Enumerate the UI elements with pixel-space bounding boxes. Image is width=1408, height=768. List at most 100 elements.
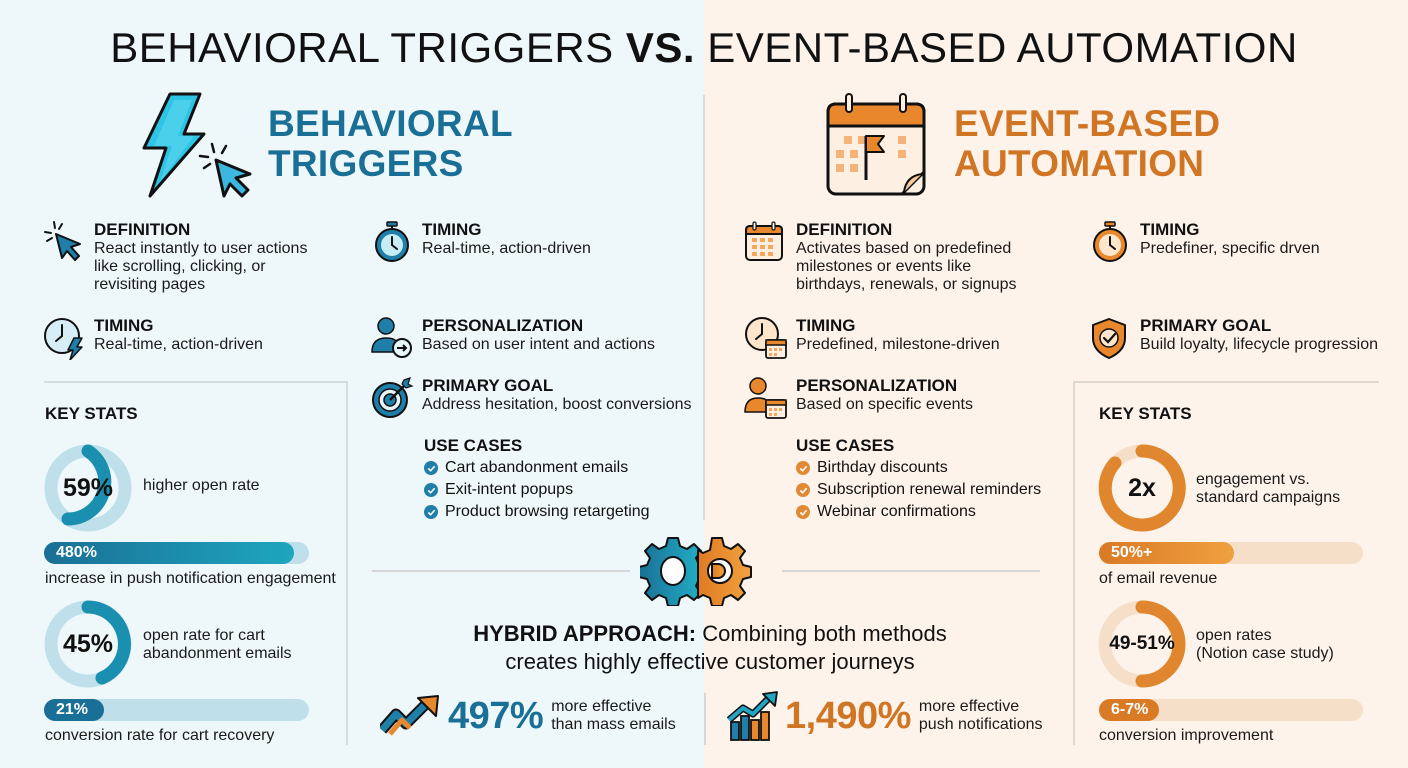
behavioral-timing-1: TIMING Real-time, action-driven — [42, 316, 263, 361]
bar-480-percent: 480% — [44, 542, 309, 564]
donut-description: open rates (Notion case study) — [1196, 627, 1334, 663]
behavioral-primary-goal: PRIMARY GOAL Address hesitation, boost c… — [370, 376, 691, 420]
donut-description: open rate for cart abandonment emails — [143, 627, 292, 663]
clock-calendar-icon — [744, 316, 788, 360]
donut-description: higher open rate — [143, 477, 260, 494]
donut-description: engagement vs. standard campaigns — [1196, 471, 1340, 507]
check-circle-icon — [424, 505, 438, 519]
use-case-item: Webinar confirmations — [796, 501, 1041, 523]
donut-45-percent: 45% — [44, 600, 132, 688]
desc-line-1: more effective — [551, 698, 652, 715]
donut-2x: 2x — [1098, 444, 1186, 532]
check-circle-icon — [796, 461, 810, 475]
stopwatch-icon — [1088, 220, 1132, 264]
use-case-item: Cart abandonment emails — [424, 457, 650, 479]
bottom-stat-1490: 1,490% more effective push notifications — [726, 690, 1043, 742]
event-panel-background — [704, 0, 1408, 768]
event-hero-title: EVENT-BASED AUTOMATION — [954, 104, 1220, 184]
timing-text: Real-time, action-driven — [94, 336, 263, 353]
hybrid-line-1: Combining both methods — [696, 621, 947, 646]
bottom-stat-value: 1,490% — [785, 694, 911, 737]
title-part-behavioral: BEHAVIORAL TRIGGERS — [110, 24, 626, 71]
bar-fill: 480% — [44, 542, 294, 564]
behavioral-hero-title: BEHAVIORAL TRIGGERS — [268, 104, 513, 184]
desc-line-2: (Notion case study) — [1196, 645, 1334, 662]
use-cases-heading: USE CASES — [424, 436, 523, 455]
hero-line-2: AUTOMATION — [954, 143, 1205, 184]
timing-text: Predefined, milestone-driven — [796, 336, 1000, 353]
clock-lightning-icon — [42, 316, 86, 361]
user-calendar-icon — [744, 376, 788, 420]
bar-caption: of email revenue — [1099, 570, 1218, 587]
timing-text: Predefiner, specific drven — [1140, 240, 1320, 257]
hybrid-approach-text: HYBRID APPROACH: Combining both methods … — [370, 620, 1050, 676]
donut-49-51-percent: 49-51% — [1098, 600, 1186, 688]
user-arrow-icon — [370, 316, 414, 360]
bar-caption: increase in push notification engagement — [45, 570, 336, 587]
bar-50-percent-plus: 50%+ — [1099, 542, 1363, 564]
behavioral-personalization: PERSONALIZATION Based on user intent and… — [370, 316, 655, 360]
growth-chart-icon — [726, 690, 779, 742]
bar-value: 480% — [56, 544, 97, 561]
primary-goal-text: Build loyalty, lifecycle progression — [1140, 336, 1379, 353]
hero-line-1: EVENT-BASED — [954, 103, 1221, 144]
event-timing-2: TIMING Predefined, milestone-driven — [744, 316, 1000, 360]
event-use-cases: USE CASES Birthday discounts Subscriptio… — [796, 435, 1041, 523]
desc-line-2: abandonment emails — [143, 645, 292, 662]
stopwatch-icon — [370, 220, 414, 264]
hybrid-divider-left — [372, 570, 630, 572]
desc-line-1: open rates — [1196, 627, 1272, 644]
shield-check-icon — [1088, 316, 1132, 360]
donut-value: 2x — [1128, 473, 1156, 502]
use-case-item: Product browsing retargeting — [424, 501, 650, 523]
donut-value: 49-51% — [1109, 633, 1175, 654]
desc-line-1: open rate for cart — [143, 627, 265, 644]
title-part-event: EVENT-BASED AUTOMATION — [695, 24, 1298, 71]
event-timing-1: TIMING Predefiner, specific drven — [1088, 220, 1320, 264]
check-circle-icon — [424, 461, 438, 475]
hybrid-label: HYBRID APPROACH: — [473, 621, 697, 646]
hero-line-2: TRIGGERS — [268, 143, 464, 184]
center-divider — [703, 95, 705, 520]
bar-21-percent: 21% — [44, 699, 309, 721]
behavioral-key-stats-box — [44, 381, 348, 745]
personalization-text: Based on user intent and actions — [422, 336, 656, 353]
title-vs: VS. — [625, 24, 696, 71]
use-case-label: Exit-intent popups — [445, 481, 574, 498]
primary-goal-heading: PRIMARY GOAL — [1140, 316, 1272, 335]
key-stats-heading: KEY STATS — [1099, 404, 1192, 423]
event-personalization: PERSONALIZATION Based on specific events — [744, 376, 973, 420]
donut-59-percent: 59% — [44, 444, 132, 532]
bar-caption: conversion rate for cart recovery — [45, 727, 275, 744]
definition-text: Activates based on predefined milestones… — [796, 240, 1017, 293]
use-case-label: Cart abandonment emails — [445, 459, 629, 476]
donut-value: 45% — [62, 629, 114, 658]
event-primary-goal: PRIMARY GOAL Build loyalty, lifecycle pr… — [1088, 316, 1378, 360]
bottom-divider — [704, 693, 706, 745]
desc-line-1: engagement vs. — [1196, 471, 1310, 488]
definition-heading: DEFINITION — [94, 220, 191, 239]
behavioral-definition: DEFINITION React instantly to user actio… — [42, 220, 342, 294]
cursor-click-icon — [42, 220, 86, 264]
definition-text: React instantly to user actions like scr… — [94, 240, 308, 293]
bar-fill: 6-7% — [1099, 699, 1159, 721]
timing-heading: TIMING — [94, 316, 154, 335]
bar-value: 6-7% — [1111, 701, 1149, 718]
use-cases-heading: USE CASES — [796, 436, 895, 455]
bar-6-7-percent: 6-7% — [1099, 699, 1363, 721]
event-definition: DEFINITION Activates based on predefined… — [744, 220, 1026, 294]
lightning-cursor-icon — [140, 92, 255, 198]
desc-line-2: than mass emails — [551, 716, 676, 733]
bottom-stat-497: 497% more effective than mass emails — [377, 694, 676, 738]
calendar-icon — [744, 220, 788, 264]
personalization-heading: PERSONALIZATION — [422, 316, 584, 335]
use-case-label: Subscription renewal reminders — [817, 481, 1042, 498]
bar-value: 50%+ — [1111, 544, 1153, 561]
behavioral-timing-2: TIMING Real-time, action-driven — [370, 220, 591, 264]
use-case-label: Product browsing retargeting — [445, 503, 650, 520]
timing-heading: TIMING — [1140, 220, 1200, 239]
primary-goal-heading: PRIMARY GOAL — [422, 376, 554, 395]
bar-value: 21% — [56, 701, 89, 718]
event-key-stats-box — [1073, 381, 1379, 745]
desc-line-2: standard campaigns — [1196, 489, 1341, 506]
